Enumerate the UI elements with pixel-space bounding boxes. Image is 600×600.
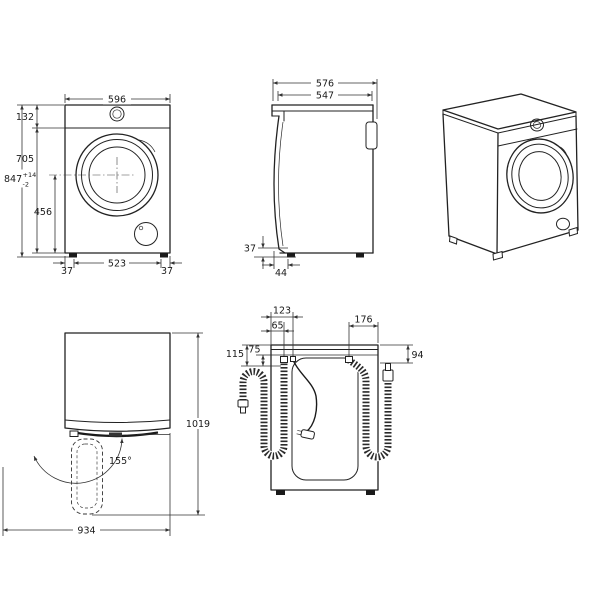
dim-front-door-axis-height: 456	[34, 207, 52, 218]
dim-front-left-foot-inset: 37	[61, 266, 73, 277]
control-panel-line	[497, 128, 578, 147]
rear-dimensions: 123 65 176 94 115 75	[226, 306, 424, 367]
dim-front-width: 596	[108, 95, 126, 106]
dim-front-feet-spacing: 523	[108, 259, 126, 270]
dim-front-body-height: 705	[16, 154, 34, 165]
foot	[287, 253, 295, 258]
drain-hose-tip	[240, 406, 246, 414]
foot	[366, 490, 375, 495]
drain-hose-connector	[280, 356, 288, 363]
door-swing-arc	[33, 438, 124, 484]
inlet-hose-nut	[385, 363, 391, 371]
rear-cabinet-outline	[270, 344, 379, 491]
foot	[356, 253, 364, 258]
lid-edge	[442, 109, 577, 134]
dim-front-panel-height: 132	[16, 112, 34, 123]
dim-front-height-tol-plus: +14	[23, 171, 37, 179]
perspective-view	[442, 93, 579, 261]
side-dimensions: 576 547 37 44	[244, 77, 378, 279]
program-knob	[530, 118, 544, 132]
door-handle-notch	[557, 145, 568, 157]
foot	[492, 250, 504, 261]
filter-cap	[556, 217, 570, 231]
foot	[448, 235, 458, 245]
front-machine-outline	[49, 104, 171, 258]
door-handle-tab	[109, 432, 122, 437]
door-handle-notch	[138, 139, 156, 153]
foot	[69, 253, 77, 258]
dim-drain-hose-offset: 65	[271, 321, 283, 332]
inlet-hose	[345, 356, 394, 462]
foot	[276, 490, 285, 495]
door-hinge	[69, 430, 79, 437]
front-dimensions: 596 132 705 847 +14 -2 456 523	[2, 93, 182, 277]
power-plug	[296, 429, 315, 440]
cord-connector	[290, 356, 296, 362]
dim-width-door-open: 934	[77, 526, 95, 537]
dim-front-right-foot-inset: 37	[161, 266, 173, 277]
drain-hose	[237, 356, 289, 461]
dim-side-body-depth: 547	[316, 91, 334, 102]
door-bulge	[273, 115, 286, 254]
drain-hose-end	[237, 399, 249, 408]
dim-cord-drop: 75	[248, 345, 260, 356]
dim-depth-door-open: 1019	[186, 419, 210, 430]
top-face	[442, 93, 577, 130]
side-view: 576 547 37 44	[244, 77, 378, 279]
dim-front-height-tol-minus: -2	[23, 181, 29, 189]
door-outer-circle	[75, 133, 159, 217]
dim-side-plinth-height: 37	[244, 244, 256, 255]
dim-inlet-hose-offset: 176	[354, 315, 372, 326]
filter-cap	[134, 222, 158, 246]
dim-side-total-depth: 576	[316, 79, 334, 90]
inlet-hose-fitting	[382, 369, 394, 382]
foot	[568, 226, 579, 237]
cabinet-top-outline	[64, 332, 171, 432]
door-open-90-dashed	[71, 438, 103, 515]
dim-side-foot-setback: 44	[275, 268, 287, 279]
front-view: 596 132 705 847 +14 -2 456 523	[2, 93, 182, 277]
dim-cord-offset: 123	[273, 306, 291, 317]
rear-view: 123 65 176 94 115 75	[226, 306, 424, 495]
inlet-hose-connector	[345, 356, 353, 363]
program-knob	[109, 106, 125, 122]
dim-inlet-hose-drop: 94	[412, 350, 424, 361]
top-view-door-swing: 155° 1019 934	[2, 332, 212, 537]
dim-drain-hose-drop: 115	[226, 349, 244, 360]
power-cord	[290, 356, 318, 440]
inlet-valve-bracket	[365, 121, 378, 150]
door	[506, 138, 574, 214]
dim-front-total-height: 847	[4, 174, 22, 185]
rear-panel	[291, 357, 359, 481]
side-machine-outline	[271, 104, 378, 258]
foot	[160, 253, 168, 258]
dim-door-opening-angle: 155°	[109, 456, 132, 467]
